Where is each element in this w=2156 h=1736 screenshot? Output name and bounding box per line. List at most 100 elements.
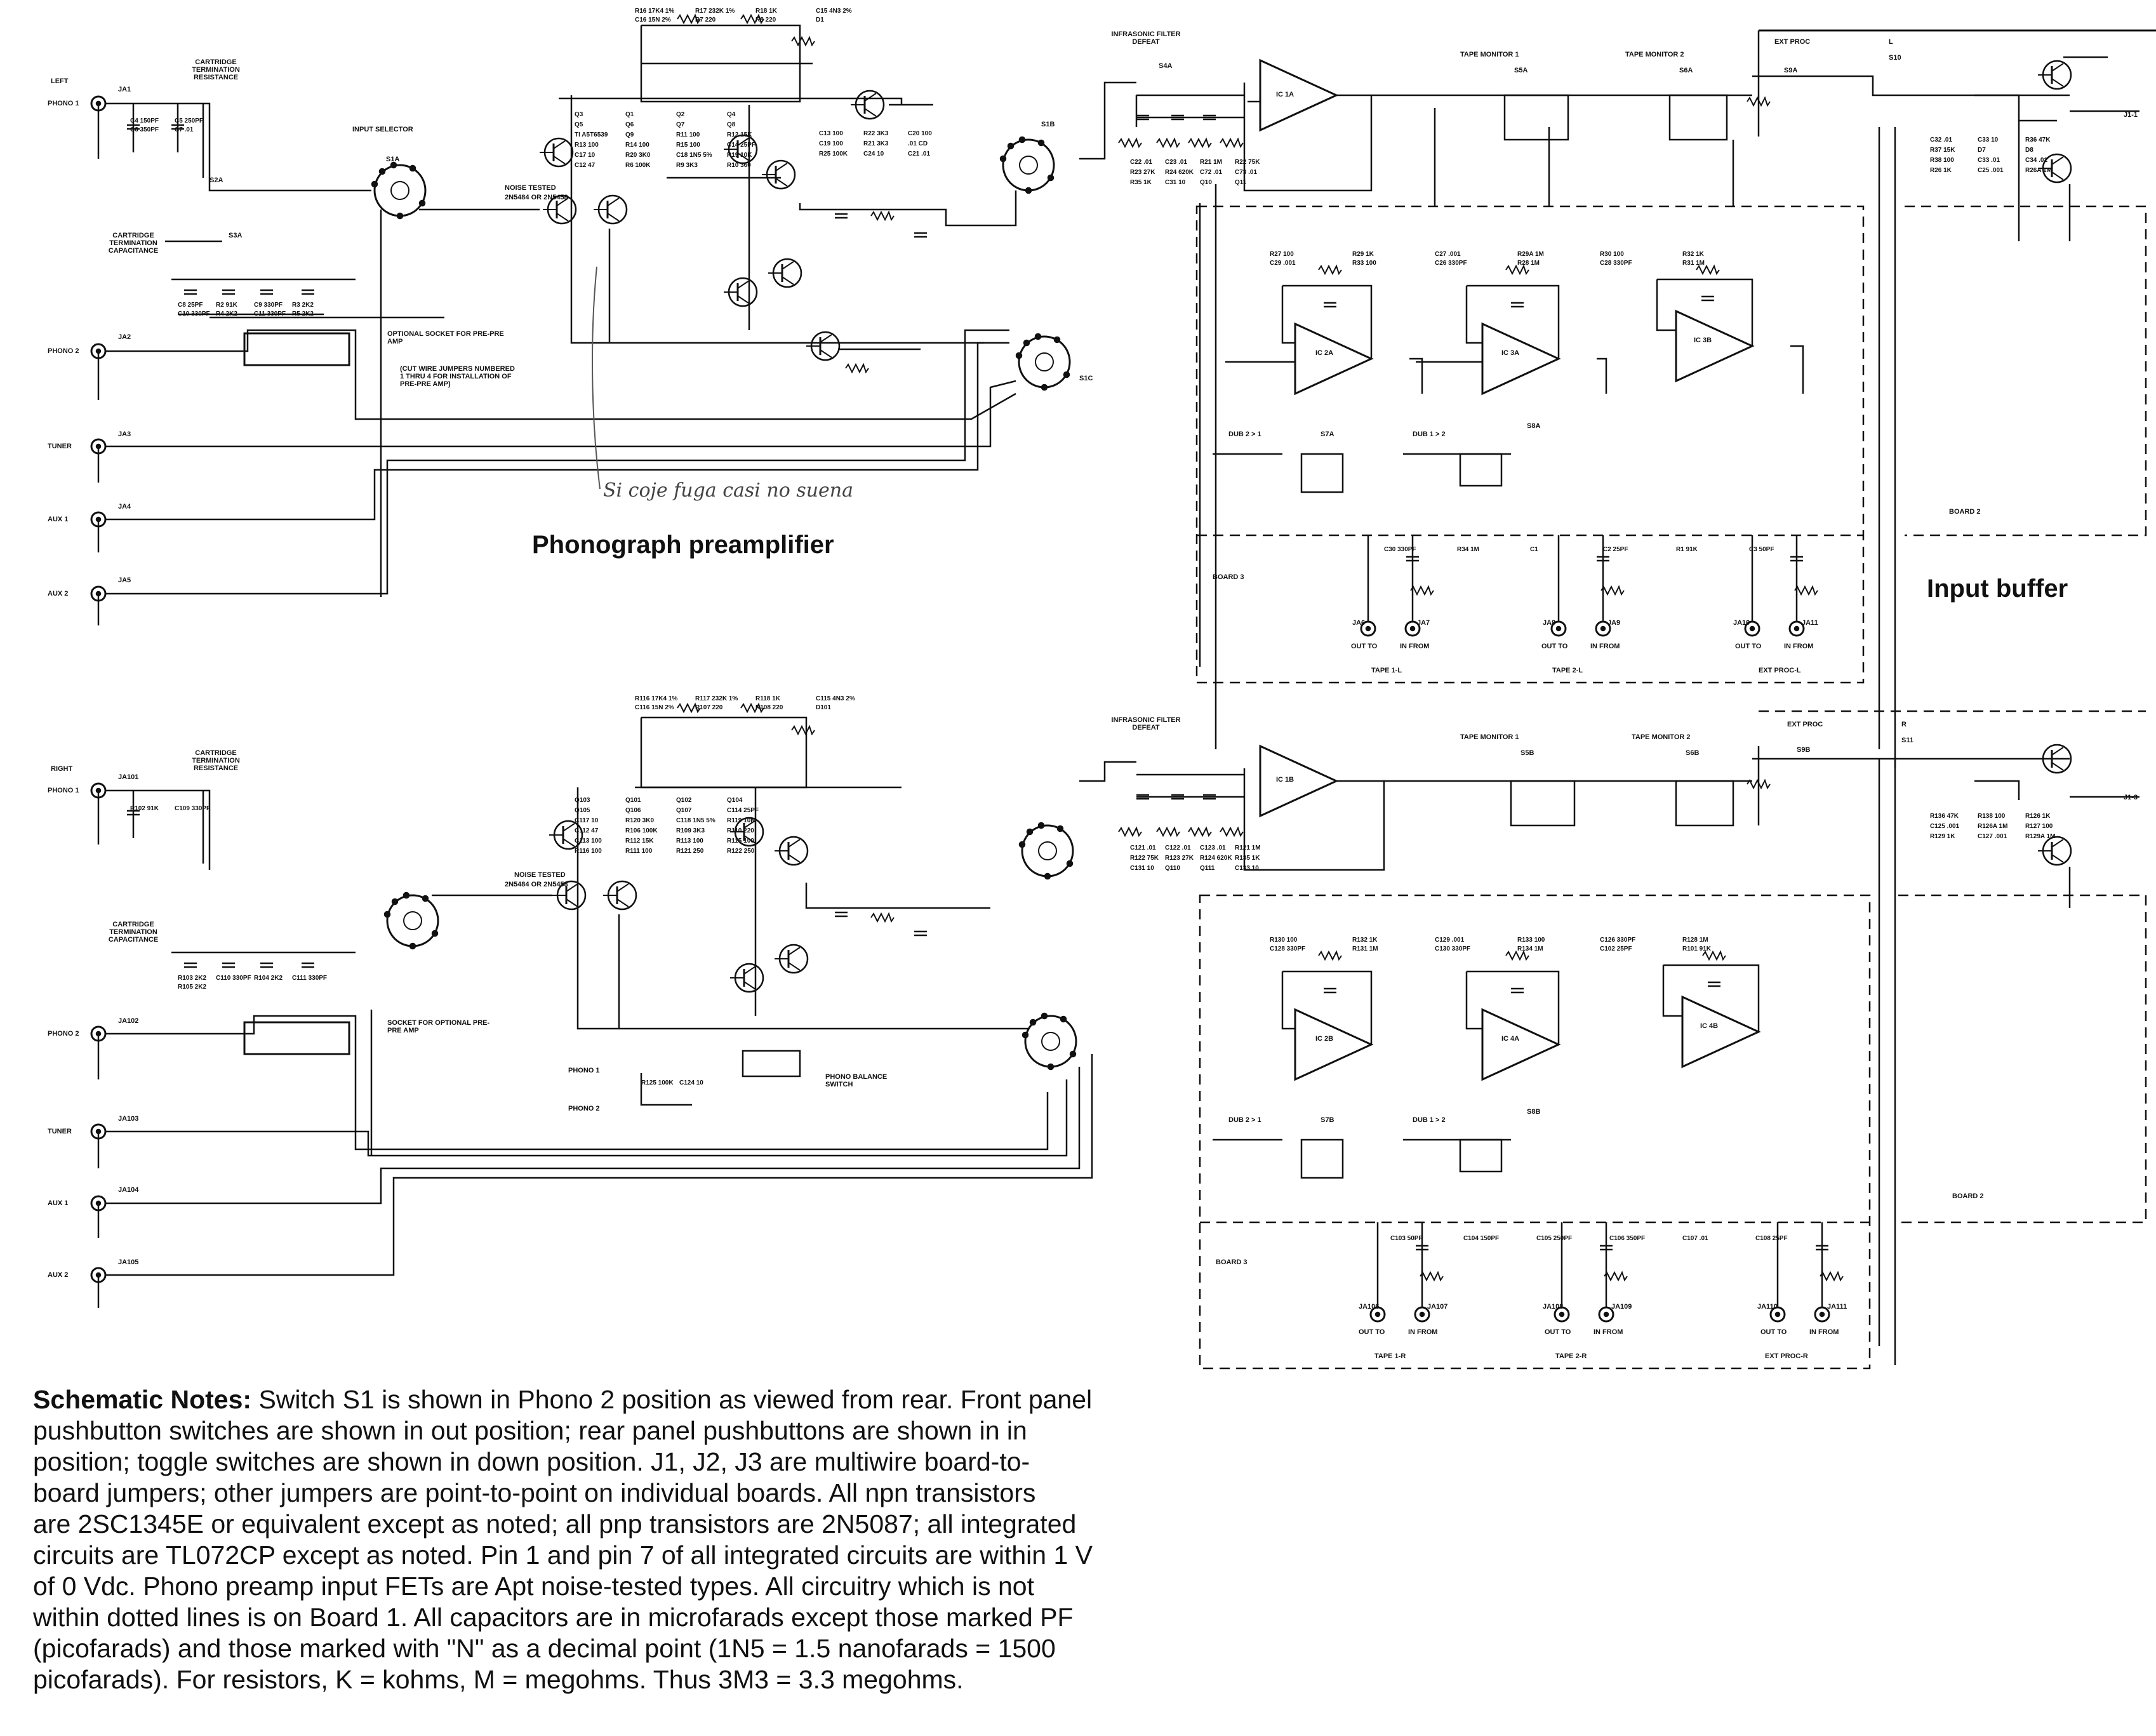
left-component-43: R21 1M xyxy=(1200,159,1223,166)
notes-line-2: position; toggle switches are shown in d… xyxy=(33,1447,1030,1476)
right-component-53: C127 .001 xyxy=(1978,833,2007,840)
jack-label-ja4: JA4 xyxy=(118,503,131,511)
ic4b-label: IC 4B xyxy=(1700,1022,1719,1030)
right-component-1: R117 232K 1% xyxy=(695,695,738,702)
right-component-3: C115 4N3 2% xyxy=(816,695,855,702)
right-cart-resistance-label: CARTRIDGE TERMINATION RESISTANCE xyxy=(192,749,240,772)
jack-label-ja103: JA103 xyxy=(118,1115,139,1123)
right-component-44: Q111 xyxy=(1200,865,1215,872)
left-cart-capacitance-label: CARTRIDGE TERMINATION CAPACITANCE xyxy=(108,232,159,255)
s2a-label: S2A xyxy=(210,177,223,184)
right-component-28: R116 100 xyxy=(575,848,602,855)
right-component-29: R111 100 xyxy=(625,848,653,855)
right-component-9: Q101 xyxy=(625,797,641,804)
left-component-91: C10 330PF xyxy=(178,310,210,317)
ext-proc-r-label: EXT PROC-R xyxy=(1765,1352,1808,1360)
right-component-51: R127 100 xyxy=(2025,823,2053,830)
right-component-76: C110 330PF xyxy=(216,975,251,982)
q106-transistor xyxy=(773,836,809,866)
right-component-16: C117 10 xyxy=(575,817,599,824)
left-component-17: Q9 xyxy=(625,131,634,138)
ic4b-opamp xyxy=(1681,996,1760,1068)
tape-monitor-2-left: TAPE MONITOR 2 xyxy=(1625,51,1684,58)
s4a-label: S4A xyxy=(1159,62,1173,70)
left-component-14: Q7 xyxy=(676,121,685,128)
left-phono2-label: PHONO 2 xyxy=(48,347,79,355)
right-component-59: C126 330PF xyxy=(1600,937,1636,944)
s7b-label: S7B xyxy=(1321,1116,1334,1124)
ic1a-label: IC 1A xyxy=(1276,91,1294,98)
left-component-44: R22 75K xyxy=(1235,159,1260,166)
s10-label: S10 xyxy=(1889,54,1901,62)
left-phono1-label: PHONO 1 xyxy=(48,100,79,107)
right-channel-label: RIGHT xyxy=(51,765,73,773)
right-component-36: C123 .01 xyxy=(1200,845,1226,851)
right-aux2-label: AUX 2 xyxy=(48,1271,69,1279)
s1c-label: S1C xyxy=(1079,375,1093,382)
jack-label-ja2: JA2 xyxy=(118,333,131,341)
left-component-79: C1 xyxy=(1530,546,1538,553)
left-component-1: R17 232K 1% xyxy=(695,8,735,15)
right-component-15: C114 25PF xyxy=(727,807,759,814)
right-component-75: R103 2K2 xyxy=(178,975,207,982)
left-component-65: R27 100 xyxy=(1270,251,1294,258)
ic1b-label: IC 1B xyxy=(1276,776,1294,784)
left-component-29: R6 100K xyxy=(625,162,651,169)
right-component-63: C130 330PF xyxy=(1435,945,1471,952)
left-component-56: R37 15K xyxy=(1930,147,1955,154)
left-component-22: R15 100 xyxy=(676,142,700,149)
left-component-9: Q1 xyxy=(625,111,634,118)
right-component-5: R107 220 xyxy=(695,704,723,711)
left-component-92: R4 2K2 xyxy=(216,310,237,317)
right-component-64: R134 1M xyxy=(1517,945,1543,952)
right-component-14: Q107 xyxy=(676,807,692,814)
left-component-64: R26A 1M xyxy=(2025,167,2052,174)
jack-label-ja101: JA101 xyxy=(118,773,139,781)
right-channel-schematic xyxy=(90,703,2147,1370)
left-channel-schematic xyxy=(90,14,2156,768)
left-tuner-label: TUNER xyxy=(48,443,72,450)
right-component-56: R132 1K xyxy=(1352,937,1378,944)
left-component-58: D8 xyxy=(2025,147,2033,154)
left-component-75: C28 330PF xyxy=(1600,260,1632,267)
left-component-11: Q4 xyxy=(727,111,736,118)
ic4a-opamp xyxy=(1481,1008,1560,1081)
right-component-33: C124 10 xyxy=(679,1079,703,1086)
handwritten-note: Si coje fuga casi no suena xyxy=(603,479,853,502)
left-component-15: Q8 xyxy=(727,121,736,128)
board2-label-top: BOARD 2 xyxy=(1949,508,1981,516)
tape-monitor-1-left: TAPE MONITOR 1 xyxy=(1460,51,1519,58)
left-component-76: R31 1M xyxy=(1682,260,1705,267)
l-label: L xyxy=(1889,38,1893,46)
j1-3-label: J1-3 xyxy=(2124,794,2138,801)
right-component-57: C129 .001 xyxy=(1435,937,1465,944)
left-component-10: Q2 xyxy=(676,111,685,118)
s3a-label: S3A xyxy=(229,232,243,239)
ext-proc-label-right: EXT PROC xyxy=(1787,721,1823,728)
left-component-53: C32 .01 xyxy=(1930,137,1953,144)
out-to-ja8: OUT TO xyxy=(1541,643,1568,650)
right-component-24: C113 100 xyxy=(575,838,602,845)
q10-transistor xyxy=(2037,60,2072,90)
notes-line-4: are 2SC1345E or equivalent except as not… xyxy=(33,1509,1077,1539)
left-component-55: R36 47K xyxy=(2025,137,2051,144)
ext-proc-label-left: EXT PROC xyxy=(1774,38,1811,46)
left-component-26: C18 1N5 5% xyxy=(676,152,712,159)
ic3a-label: IC 3A xyxy=(1501,349,1520,357)
right-component-58: R133 100 xyxy=(1517,937,1545,944)
tape-monitor-1-right: TAPE MONITOR 1 xyxy=(1460,733,1519,741)
left-component-23: C14 25PF xyxy=(727,142,756,149)
s5a-label: S5A xyxy=(1514,67,1528,74)
s1a-label: S1A xyxy=(386,156,400,163)
infrasonic-label-left: INFRASONIC FILTER DEFEAT xyxy=(1111,30,1181,46)
left-channel-label: LEFT xyxy=(51,77,69,85)
left-component-73: C26 330PF xyxy=(1435,260,1467,267)
left-component-62: R26 1K xyxy=(1930,167,1952,174)
s6b-label: S6B xyxy=(1686,749,1700,757)
left-component-69: R30 100 xyxy=(1600,251,1624,258)
left-component-88: R2 91K xyxy=(216,302,237,309)
left-component-13: Q6 xyxy=(625,121,634,128)
board2-label-bottom: BOARD 2 xyxy=(1952,1192,1984,1200)
fet-types-label: 2N5484 OR 2N5458 xyxy=(505,194,568,201)
q102-fet xyxy=(602,880,637,911)
